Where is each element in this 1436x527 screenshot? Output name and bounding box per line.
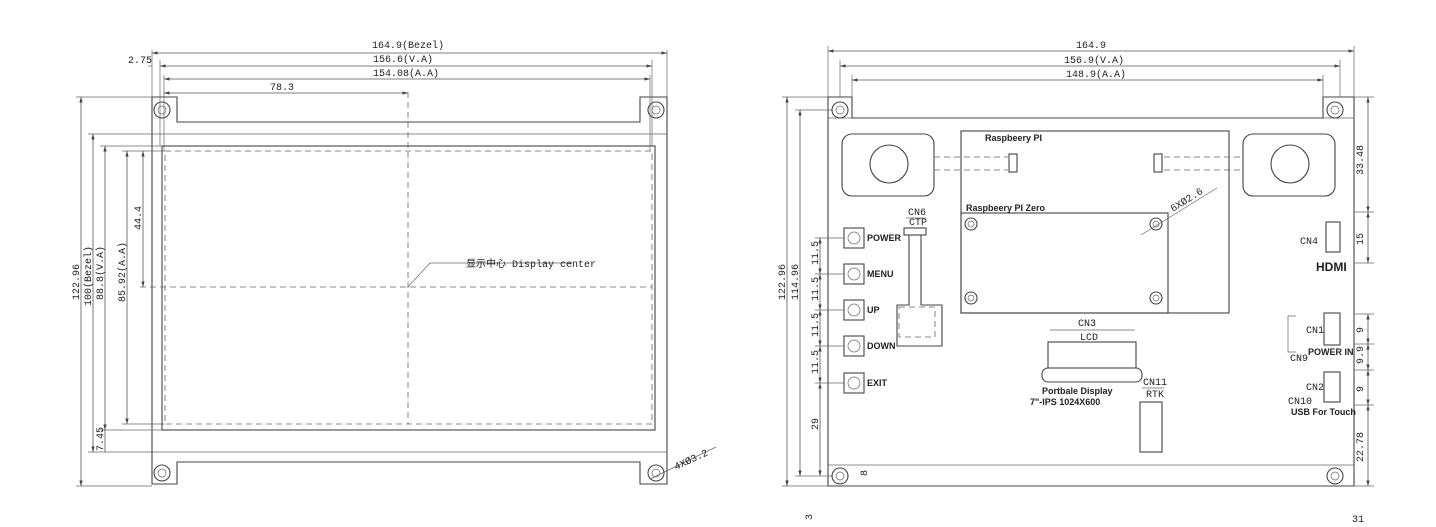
cn1-power-port <box>1323 312 1341 346</box>
raspberry-pi-zero-label: Raspbeery PI Zero <box>966 203 1046 213</box>
front-hole-label: 4XØ3.2 <box>673 448 711 474</box>
front-viewing-area <box>161 145 656 431</box>
cn11-connector <box>1139 401 1163 453</box>
back-hole-label: 6XØ2.6 <box>1169 186 1206 215</box>
button-exit: EXIT <box>843 372 888 394</box>
product-line-1: Portbale Display <box>1042 386 1113 396</box>
power-in-label: POWER IN <box>1308 347 1354 357</box>
back-dim-aa-width-label: 148.9(A.A) <box>1066 69 1126 81</box>
front-dim-center-x-label: 78.3 <box>270 83 294 94</box>
svg-text:POWER: POWER <box>867 233 902 243</box>
cn2-usb-port <box>1323 371 1341 403</box>
cn2-label: CN2 <box>1306 383 1324 394</box>
cn6-label: CN6 <box>908 208 926 219</box>
speaker-left <box>841 133 935 197</box>
display-center-leader <box>407 262 572 288</box>
front-dim-aa-height-label: 85.92(A.A) <box>117 242 129 302</box>
svg-text:MENU: MENU <box>867 269 894 279</box>
cn9-label: CN9 <box>1290 354 1308 365</box>
lcd-flex <box>1041 367 1143 383</box>
button-down: DOWN <box>843 335 896 357</box>
raspberry-pi-zero-area <box>960 212 1169 314</box>
front-dim-center-y-label: 44.4 <box>134 206 145 230</box>
cn1-bracket <box>1287 315 1296 353</box>
display-center-label: 显示中心 Display center <box>466 257 596 271</box>
front-dim-bottom-offset-label: 7.45 <box>96 427 107 451</box>
button-power: POWER <box>843 227 902 249</box>
speaker-right <box>1242 133 1336 197</box>
dim-right-top: 33.48 <box>1356 145 1367 175</box>
dim-button-pitch-2: 11.5 <box>811 277 822 301</box>
back-dim-width-label: 164.9 <box>1076 41 1106 52</box>
front-dim-va-height-label: 88.8(V.A) <box>95 246 107 300</box>
back-dim-total-height-label: 122.96 <box>778 264 789 300</box>
speaker-connector-left <box>1008 153 1018 173</box>
front-mount-holes <box>153 101 665 482</box>
button-menu: MENU <box>843 263 894 285</box>
front-dim-bezel-height-label: 100(Bezel) <box>83 246 95 306</box>
dim-bottom-29: 29 <box>811 418 822 430</box>
usb-touch-label: USB For Touch <box>1291 407 1356 417</box>
svg-text:DOWN: DOWN <box>867 341 896 351</box>
back-outline <box>827 96 1355 487</box>
cn4-hdmi-port <box>1325 221 1341 253</box>
cn1-label: CN1 <box>1306 326 1324 337</box>
cn10-label: CN10 <box>1288 397 1312 408</box>
cn3-label: CN3 <box>1078 319 1096 330</box>
button-up: UP <box>843 299 880 321</box>
ctp-ribbon-tail <box>898 306 936 338</box>
product-line-2: 7"-IPS 1024X600 <box>1030 397 1100 407</box>
front-hole-leader <box>649 446 717 480</box>
speaker-connector-right <box>1153 153 1163 173</box>
dim-8: 8 <box>860 470 871 476</box>
raspberry-pi-label: Raspbeery PI <box>985 133 1042 143</box>
front-dim-offset-label: 2.75 <box>128 56 152 67</box>
dim-button-pitch-3: 11.5 <box>811 313 822 337</box>
front-bezel-outline <box>151 96 668 485</box>
svg-text:UP: UP <box>867 305 880 315</box>
back-dim-va-width-label: 156.9(V.A) <box>1064 55 1124 67</box>
svg-text:EXIT: EXIT <box>867 378 888 388</box>
back-view: Raspbeery PI Raspbeery PI Zero 6XØ2.6 PO… <box>778 41 1374 526</box>
front-dim-total-height-label: 122.96 <box>72 264 83 300</box>
cut-mark-right: 31 <box>1352 515 1364 522</box>
dim-right-15: 15 <box>1356 233 1367 245</box>
front-dim-va-width-label: 156.6(V.A) <box>373 54 433 66</box>
dim-button-pitch-1: 11.5 <box>811 241 822 265</box>
dim-button-pitch-4: 11.5 <box>811 350 822 374</box>
front-view: 显示中心 Display center 164.9(Bezel) 156.6(V… <box>72 40 717 487</box>
cn11-sub: RTK <box>1146 390 1164 401</box>
front-dim-bezel-width-label: 164.9(Bezel) <box>372 40 444 52</box>
dim-right-9-9: 9.9 <box>1356 346 1367 364</box>
cn6-sub: CTP <box>909 218 927 229</box>
cn11-label: CN11 <box>1143 378 1167 389</box>
back-hole-leader <box>1140 187 1218 236</box>
cn3-connector <box>1047 341 1137 369</box>
dim-right-bottom: 22.78 <box>1356 432 1367 462</box>
cn3-sub: LCD <box>1080 333 1098 344</box>
cn6-connector <box>903 227 927 236</box>
raspberry-pi-area <box>960 130 1230 314</box>
front-active-area <box>164 150 653 425</box>
pi-zero-holes <box>964 217 1163 305</box>
ctp-ribbon <box>896 235 943 347</box>
back-dim-height-2-label: 114.96 <box>791 264 802 300</box>
cut-mark-left: 3 <box>805 514 816 520</box>
front-dim-aa-width-label: 154.08(A.A) <box>373 68 439 80</box>
dim-right-9b: 9 <box>1356 386 1367 392</box>
cn4-label: CN4 <box>1300 237 1318 248</box>
hdmi-label: HDMI <box>1316 260 1347 274</box>
dim-right-9a: 9 <box>1356 327 1367 333</box>
